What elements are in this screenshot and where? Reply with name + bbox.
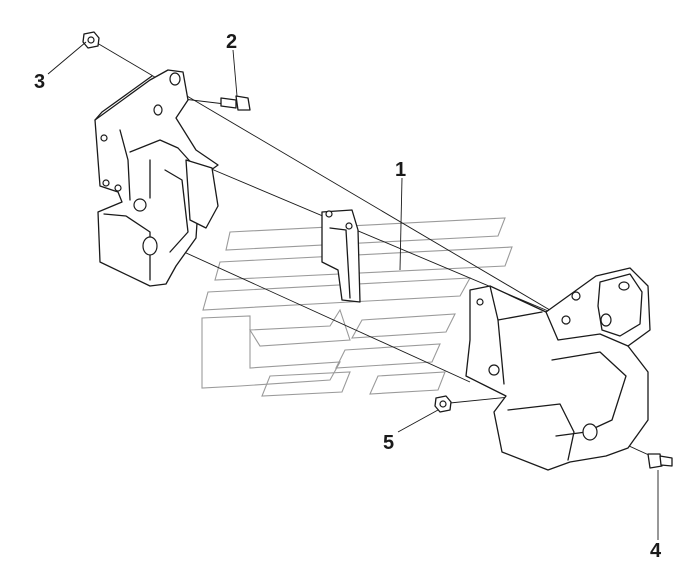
callout-2: 2: [226, 31, 237, 53]
callout-leaders: [47, 41, 659, 540]
callout-3: 3: [34, 71, 45, 93]
left-bracket: [94, 69, 219, 287]
nut-5-icon: [434, 395, 452, 413]
right-bracket: [465, 267, 651, 471]
nut-3-icon: [82, 31, 100, 49]
callout-1: 1: [395, 159, 406, 181]
bolt-2-icon: [220, 95, 251, 111]
callout-4: 4: [650, 540, 662, 562]
center-plate: [321, 209, 361, 303]
callout-5: 5: [383, 432, 394, 454]
bolt-4-icon: [647, 453, 673, 469]
